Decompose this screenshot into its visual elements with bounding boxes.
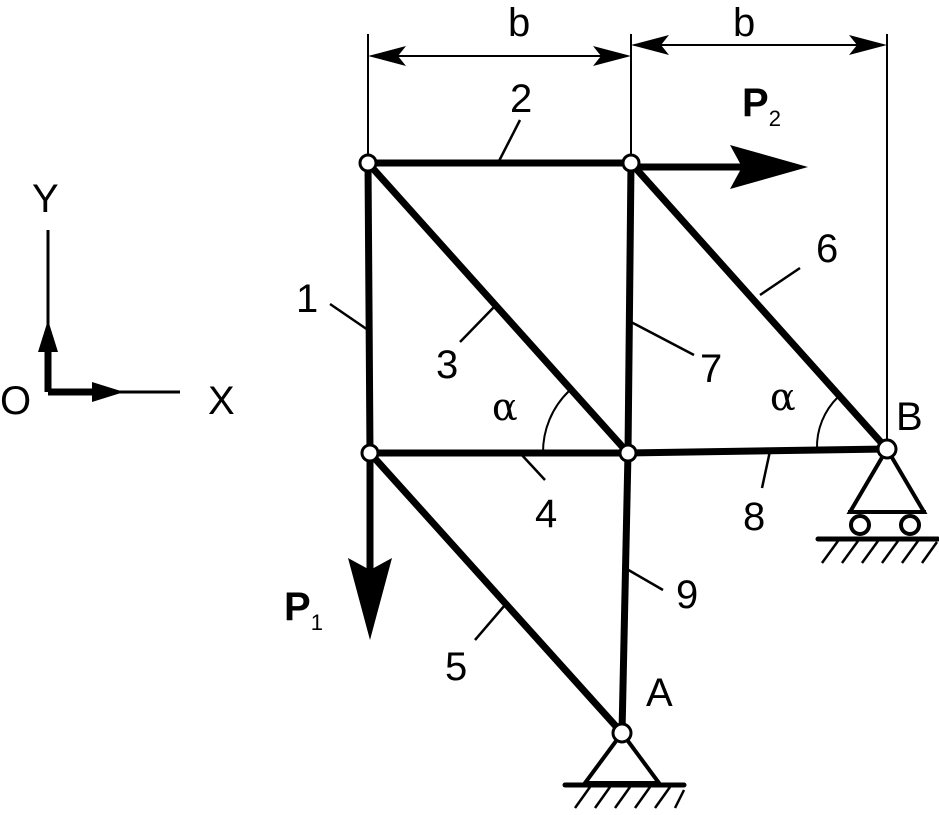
coordinate-axes [38, 230, 180, 402]
leader-member-7 [630, 320, 695, 357]
dimension-label-right: b [733, 1, 755, 45]
leader-member-3 [459, 305, 496, 343]
axis-label-y: Y [32, 177, 59, 221]
dimension-label-left: b [508, 1, 530, 45]
member-label-6: 6 [816, 227, 838, 271]
joint-center [618, 443, 638, 463]
joint-top-middle [621, 153, 641, 173]
member-label-7: 7 [700, 347, 722, 391]
joint-middle-left [360, 443, 380, 463]
leader-member-5 [474, 604, 506, 641]
support-a [562, 729, 687, 809]
member-8 [624, 445, 891, 457]
member-label-1: 1 [296, 277, 318, 321]
member-5 [366, 449, 626, 737]
leader-member-1 [329, 302, 369, 332]
angle-label-left: α [492, 385, 518, 429]
member-3 [364, 159, 632, 457]
member-label-5: 5 [445, 645, 467, 689]
load-p2-label: P2 [742, 81, 781, 131]
member-label-2: 2 [510, 77, 532, 121]
support-b [815, 445, 939, 564]
leader-member-8 [760, 450, 772, 489]
angle-arc-left [541, 390, 570, 454]
joint-b [876, 438, 898, 460]
member-label-9: 9 [676, 573, 698, 617]
load-p1-label: P1 [284, 585, 323, 635]
leader-member-2 [496, 119, 522, 164]
angle-label-right: α [770, 375, 796, 419]
member-1 [364, 159, 374, 457]
axis-label-origin: O [0, 379, 31, 423]
member-9 [618, 449, 632, 737]
member-6 [627, 159, 891, 453]
joint-top-left [358, 153, 378, 173]
support-label-b: B [896, 395, 923, 439]
member-label-8: 8 [743, 495, 765, 539]
leader-member-6 [759, 266, 801, 297]
angle-arc-right [815, 396, 839, 450]
member-label-4: 4 [535, 492, 557, 536]
support-label-a: A [646, 671, 673, 715]
load-p2-arrow [627, 145, 808, 189]
axis-label-x: X [208, 379, 235, 423]
dimension-left [368, 46, 631, 66]
dimension-right [631, 35, 887, 55]
joint-a [611, 722, 633, 744]
leader-member-9 [624, 566, 664, 592]
member-label-3: 3 [436, 343, 458, 387]
leader-member-4 [519, 452, 546, 481]
load-p1-arrow [348, 449, 392, 640]
member-7 [624, 159, 635, 457]
